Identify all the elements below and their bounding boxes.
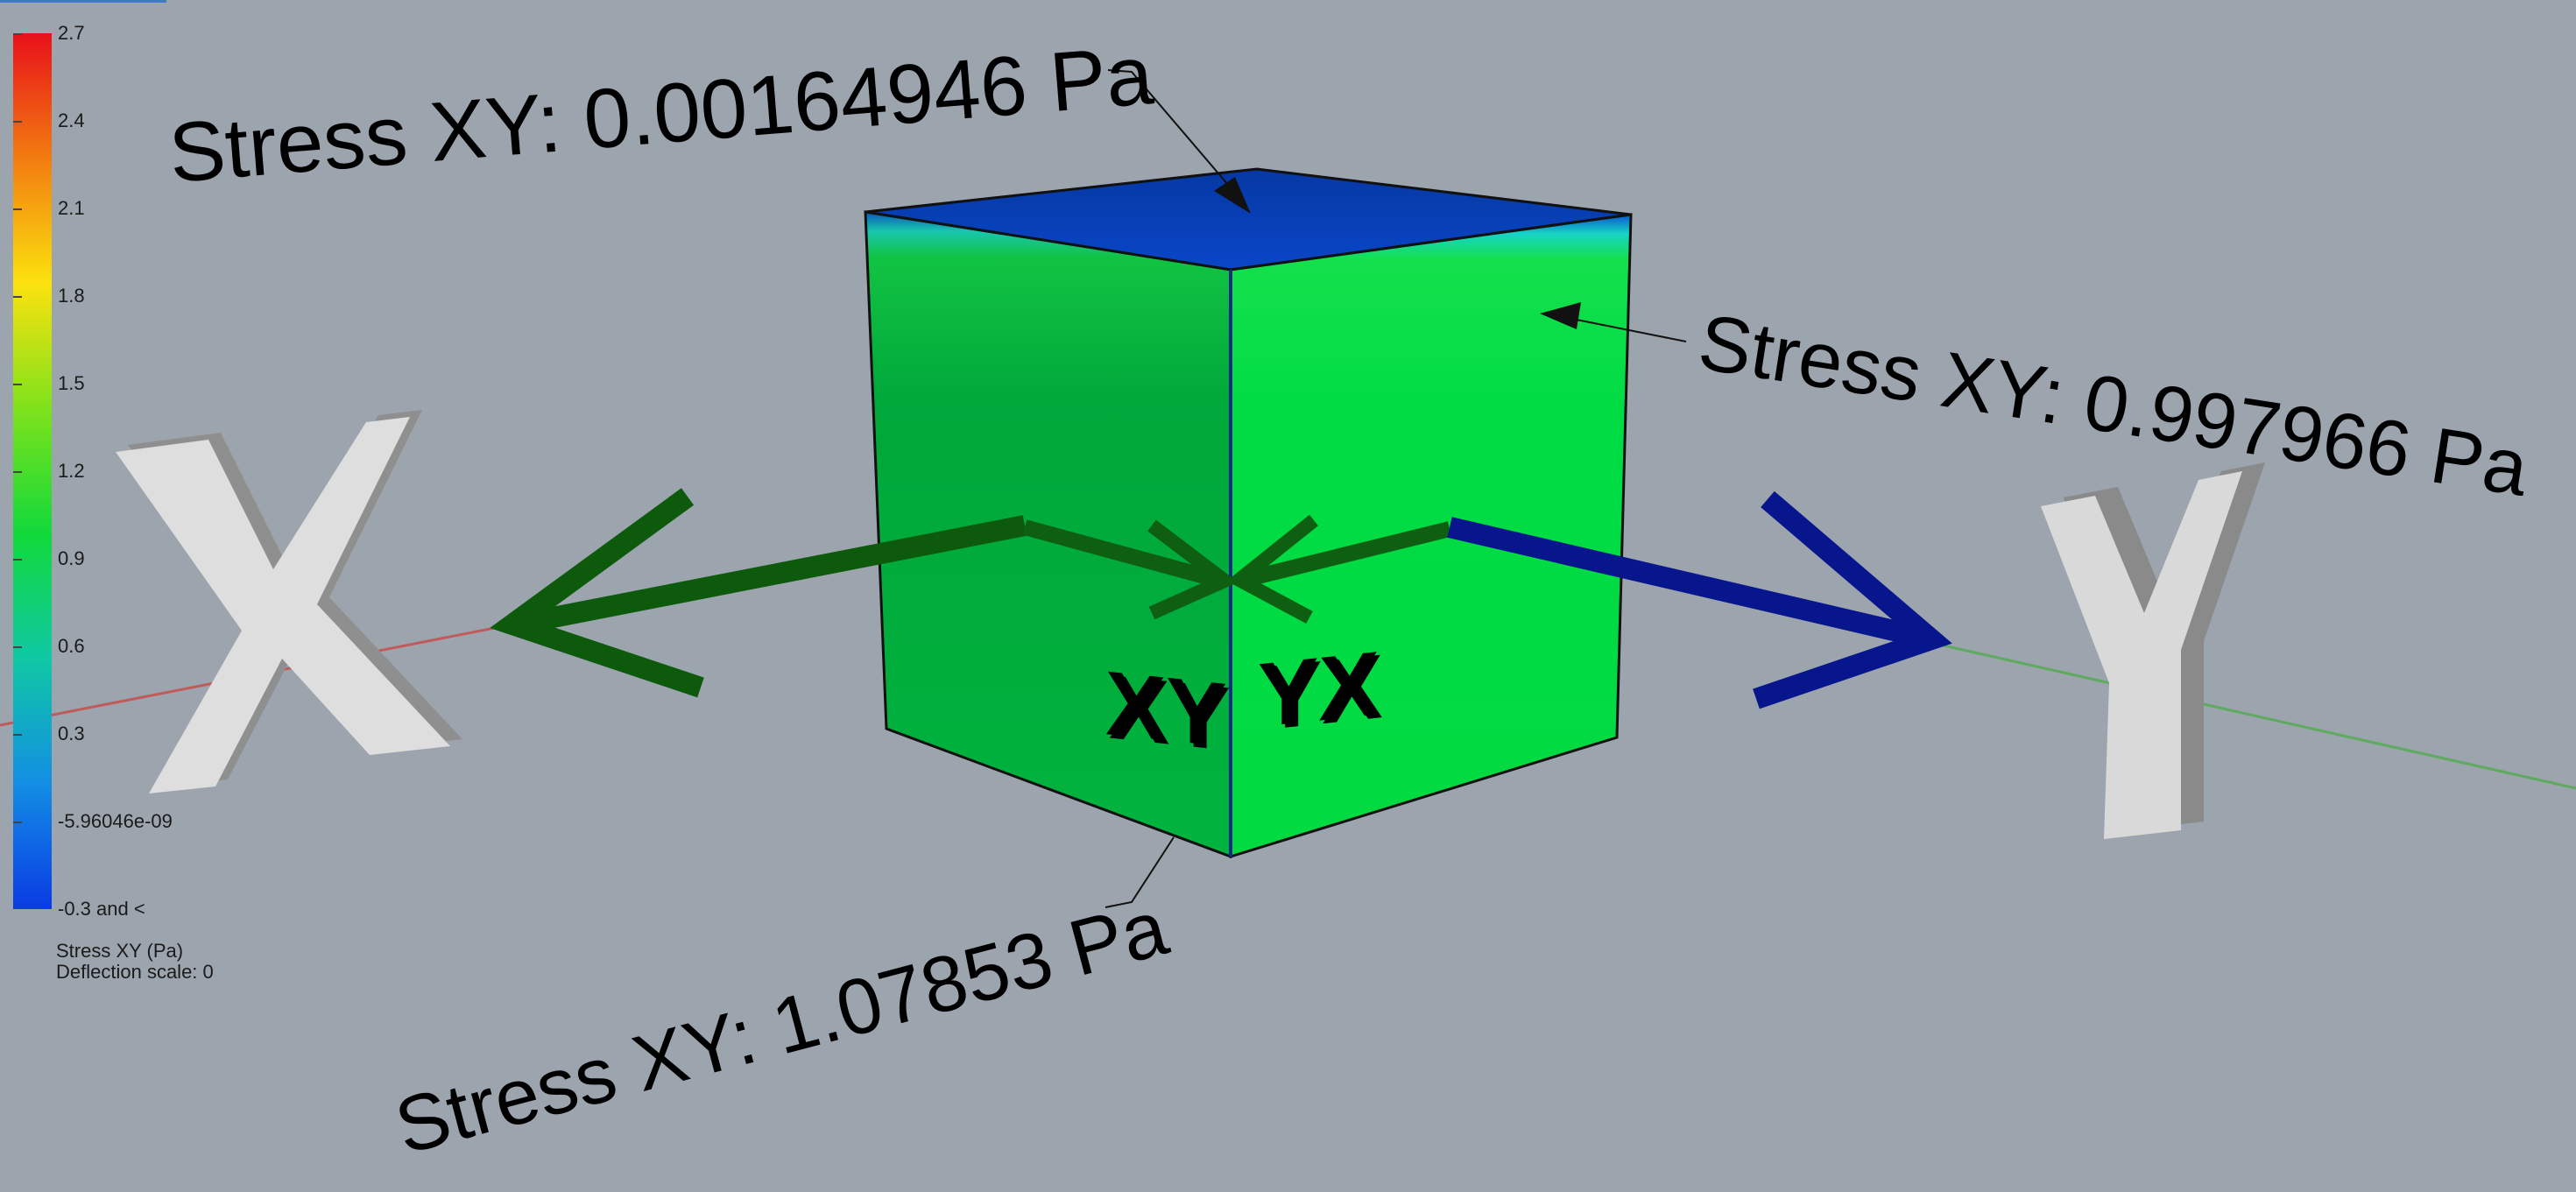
legend-tick-mark	[13, 384, 22, 385]
annotation-right: Stress XY: 0.997966 Pa	[1693, 299, 2535, 513]
y-axis-letter	[2041, 462, 2265, 839]
legend-tick-mark	[13, 121, 22, 123]
legend-tick-label: 2.7	[58, 22, 85, 44]
face-label-yx: YX YX	[1258, 633, 1383, 751]
leader-bottom	[1105, 836, 1175, 908]
legend-tick-label: 1.5	[58, 372, 85, 394]
leader-top	[1107, 69, 1251, 214]
color-legend: 2.7 2.4 2.1 1.8 1.5 1.2 0.9 0.6 0.3 -5.9…	[11, 22, 273, 990]
svg-text:XY: XY	[1109, 657, 1231, 771]
arrow-inward-left	[1022, 519, 1239, 620]
leader-right	[1540, 302, 1687, 342]
legend-tick-label: 0.3	[58, 723, 85, 744]
legend-tick-label: 0.6	[58, 635, 85, 657]
legend-quantity: Stress XY (Pa)	[56, 940, 184, 962]
annotation-bottom: Stress XY: 1.07853 Pa	[387, 884, 1177, 1171]
legend-tick-mark	[13, 471, 22, 473]
legend-tick-mark	[13, 646, 22, 648]
annotation-top: Stress XY: 0.00164946 Pa	[166, 28, 1157, 201]
legend-tick-mark	[13, 559, 22, 561]
arrow-left-outward	[490, 488, 1027, 698]
svg-text:YX: YX	[1261, 636, 1383, 750]
legend-tick-label: -0.3 and <	[58, 898, 145, 920]
legend-deflection: Deflection scale: 0	[56, 961, 214, 983]
legend-tick-mark	[13, 208, 22, 210]
legend-tick-label: 2.1	[58, 197, 85, 219]
window-tab-indicator	[0, 0, 166, 3]
legend-tick-mark	[13, 822, 22, 823]
x-axis-letter	[116, 410, 462, 793]
svg-text:YX: YX	[1258, 633, 1380, 747]
legend-tick-label: 1.2	[58, 460, 85, 482]
arrow-inward-right	[1226, 514, 1452, 624]
face-label-xy: XY XY	[1105, 652, 1231, 771]
legend-tick-mark	[13, 734, 22, 736]
y-axis-line	[1935, 642, 2576, 790]
legend-tick-label: 1.8	[58, 285, 85, 307]
legend-tick-label: -5.96046e-09	[58, 810, 173, 832]
legend-tick-mark	[13, 33, 22, 35]
svg-text:XY: XY	[1105, 652, 1227, 766]
legend-tick-mark	[13, 296, 22, 298]
stress-cube[interactable]	[864, 167, 1633, 859]
legend-tick-label: 2.4	[58, 109, 85, 131]
legend-tick-label: 0.9	[58, 547, 85, 569]
arrow-right-outward	[1447, 490, 1952, 709]
